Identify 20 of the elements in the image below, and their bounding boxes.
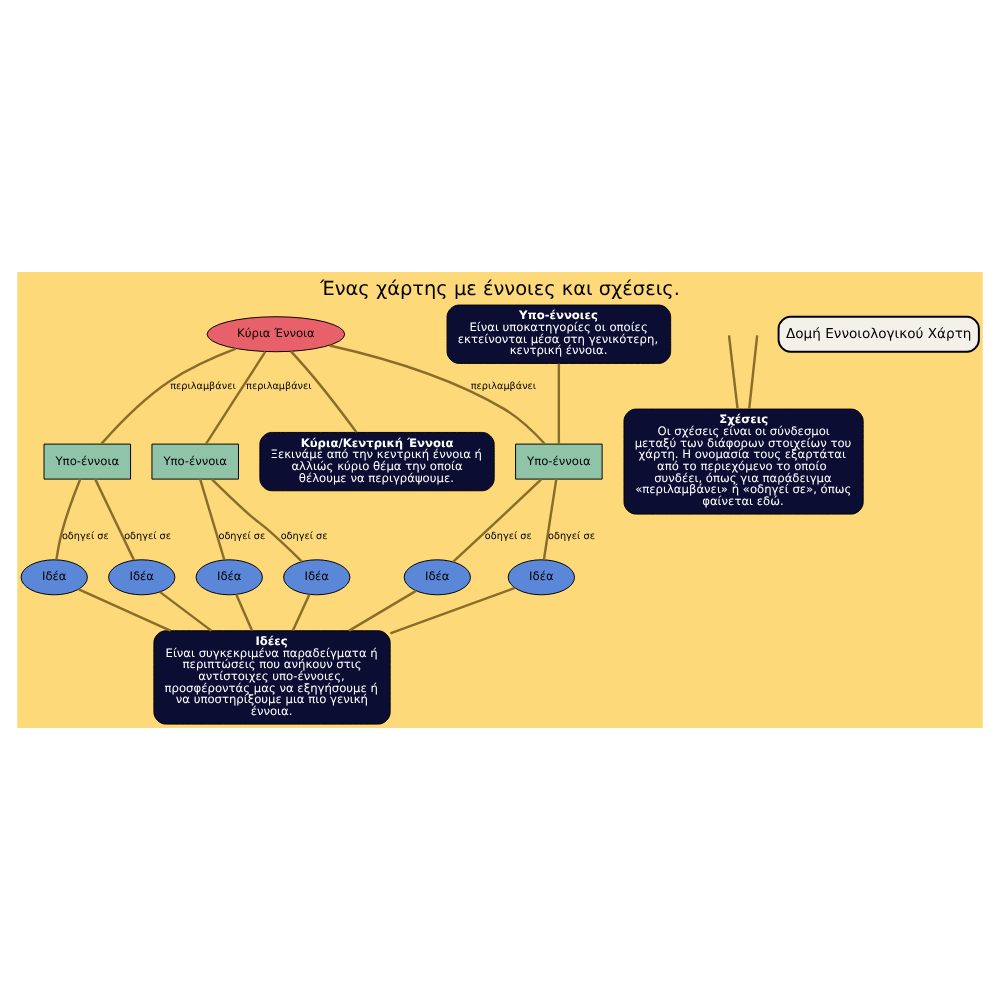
connector xyxy=(235,594,254,632)
connector xyxy=(329,344,546,445)
connector xyxy=(78,588,171,632)
connector xyxy=(452,478,543,563)
connector xyxy=(727,335,739,409)
connector xyxy=(205,350,267,445)
connector xyxy=(748,335,759,409)
connector xyxy=(348,589,417,632)
connector xyxy=(290,350,358,433)
connector xyxy=(199,478,226,561)
connector xyxy=(159,591,213,632)
connector xyxy=(210,478,303,563)
connector xyxy=(100,347,237,445)
connector xyxy=(557,363,561,444)
connector xyxy=(94,478,136,561)
connector xyxy=(389,586,516,635)
connector xyxy=(55,478,82,560)
connector xyxy=(291,594,311,632)
connector xyxy=(542,478,558,560)
diagram-title: Ένας χάρτης με έννοιες και σχέσεις. xyxy=(320,279,680,302)
